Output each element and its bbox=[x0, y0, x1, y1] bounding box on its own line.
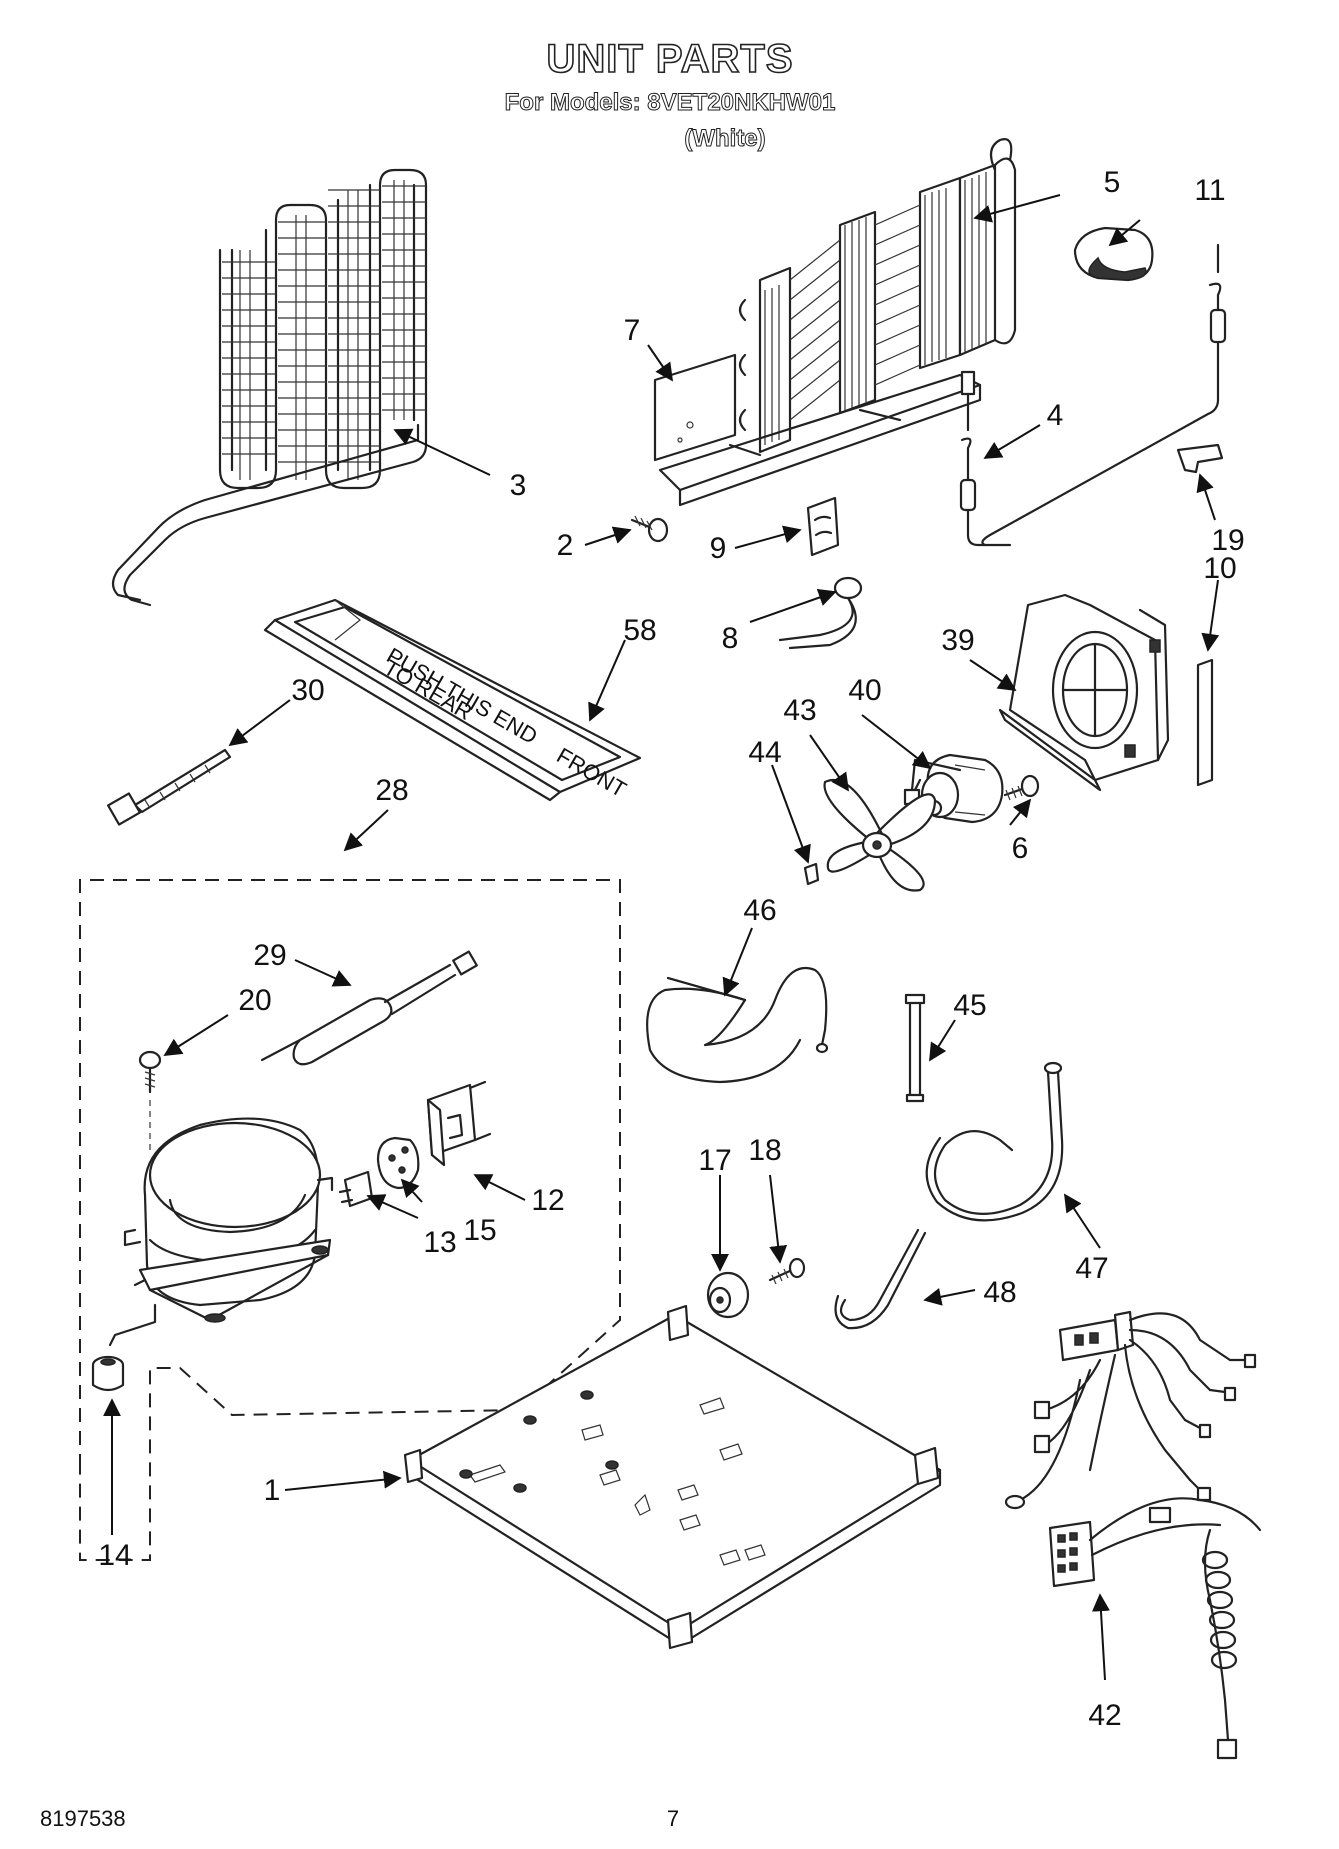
callout-45: 45 bbox=[953, 989, 986, 1022]
callout-39: 39 bbox=[941, 624, 974, 657]
callout-6: 6 bbox=[1012, 832, 1029, 865]
part-compressor bbox=[108, 1117, 334, 1347]
callout-11: 11 bbox=[1194, 174, 1225, 207]
part-relay-15 bbox=[376, 1136, 420, 1190]
part-screw-18 bbox=[768, 1257, 806, 1285]
callout-12: 12 bbox=[531, 1184, 564, 1217]
part-roller-17 bbox=[706, 1271, 750, 1319]
callout-48: 48 bbox=[983, 1276, 1016, 1309]
callout-15: 15 bbox=[463, 1214, 496, 1247]
page-title: UNIT PARTS bbox=[546, 37, 793, 81]
part-tube-48 bbox=[834, 1228, 927, 1330]
callout-18: 18 bbox=[748, 1134, 781, 1167]
part-grommet-14 bbox=[91, 1355, 125, 1392]
callout-3: 3 bbox=[510, 469, 527, 502]
callout-5: 5 bbox=[1104, 166, 1121, 199]
callout-47: 47 bbox=[1075, 1252, 1108, 1285]
callout-20: 20 bbox=[238, 984, 271, 1017]
part-fan-shroud bbox=[998, 593, 1170, 792]
part-sensor-8 bbox=[778, 576, 863, 650]
part-pin-45 bbox=[904, 993, 926, 1103]
callout-7: 7 bbox=[624, 314, 641, 347]
part-strip-10 bbox=[1196, 658, 1214, 787]
callout-10: 10 bbox=[1203, 552, 1236, 585]
part-fan-blade bbox=[823, 778, 937, 892]
callout-40: 40 bbox=[848, 674, 881, 707]
part-screw-20 bbox=[138, 1050, 162, 1150]
part-clip-9 bbox=[806, 496, 840, 557]
callout-1: 1 bbox=[264, 1474, 281, 1507]
callout-19: 19 bbox=[1211, 524, 1244, 557]
part-wire-harness bbox=[1004, 1310, 1262, 1760]
models-line: For Models: 8VET20NKHW01 bbox=[505, 89, 836, 116]
part-screw-6 bbox=[1003, 774, 1040, 801]
part-shield-plate bbox=[653, 353, 737, 462]
compressor-assembly-boundary bbox=[79, 879, 621, 1561]
part-thermostat-4 bbox=[959, 370, 1012, 547]
part-clip-19 bbox=[1176, 443, 1224, 474]
part-evaporator bbox=[658, 138, 1017, 507]
callout-8: 8 bbox=[722, 622, 739, 655]
callout-42: 42 bbox=[1088, 1699, 1121, 1732]
callout-44: 44 bbox=[748, 736, 781, 769]
leader-lines bbox=[103, 194, 1220, 1681]
part-overload-13 bbox=[338, 1170, 374, 1208]
part-hose-47 bbox=[925, 1061, 1064, 1222]
part-cable-tie bbox=[107, 748, 232, 826]
callout-labels: 1 2 3 4 5 6 7 8 9 10 11 12 13 14 15 17 1… bbox=[98, 166, 1244, 1732]
part-cover-11 bbox=[1073, 226, 1154, 282]
part-sensor-tube bbox=[981, 243, 1227, 547]
callout-43: 43 bbox=[783, 694, 816, 727]
part-cover-12 bbox=[426, 1080, 492, 1167]
part-clip-44 bbox=[803, 862, 820, 886]
callout-13: 13 bbox=[423, 1226, 456, 1259]
color-line: (White) bbox=[684, 125, 765, 152]
page-number: 7 bbox=[667, 1806, 679, 1831]
part-base-plate bbox=[403, 1304, 942, 1650]
callout-30: 30 bbox=[291, 674, 324, 707]
callout-9: 9 bbox=[710, 532, 727, 565]
part-dryer-29 bbox=[260, 950, 478, 1066]
callout-28: 28 bbox=[375, 774, 408, 807]
document-number: 8197538 bbox=[40, 1806, 126, 1831]
callout-14: 14 bbox=[98, 1539, 131, 1572]
callout-4: 4 bbox=[1047, 399, 1064, 432]
callout-29: 29 bbox=[253, 939, 286, 972]
callout-46: 46 bbox=[743, 894, 776, 927]
callout-17: 17 bbox=[698, 1144, 731, 1177]
part-tube-46 bbox=[646, 967, 829, 1084]
part-condenser-coil bbox=[111, 168, 428, 607]
part-screw-2 bbox=[630, 515, 669, 543]
callout-58: 58 bbox=[623, 614, 656, 647]
callout-2: 2 bbox=[557, 529, 574, 562]
